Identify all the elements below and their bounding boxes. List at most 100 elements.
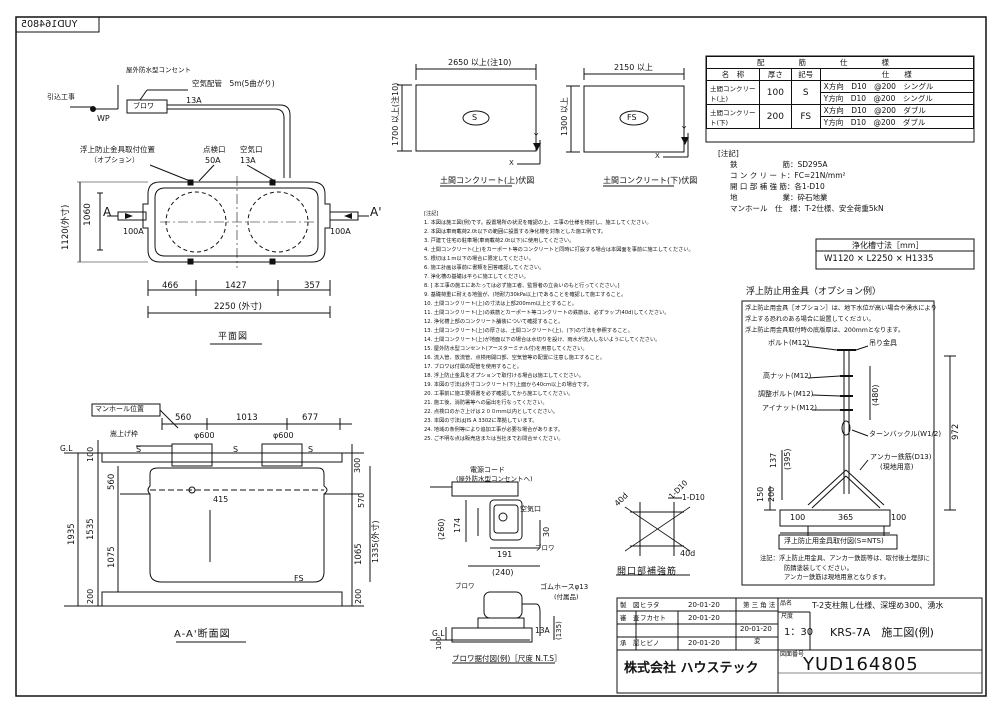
rebar-title-4: 様 [881, 58, 923, 67]
rubber-hose-accessory: (付属品) [554, 593, 579, 601]
rebar-row-upper-name: 土間コンクリート(上) [706, 80, 760, 105]
float-title: 浮上防止用金具（オプション例） [746, 287, 882, 297]
tb-company: 株式会社 ハウステック [624, 661, 759, 676]
general-note: 21. 施工後、消防署等への届出を行なってください。 [424, 400, 548, 406]
section-mark-a: A [103, 205, 112, 219]
dim-466: 466 [162, 281, 179, 291]
general-note: 11. 土間コンクリート(上)の鉄筋とカーポート等コンクリートの鉄筋は、必ずラッ… [424, 310, 670, 316]
float-footnote-3: アンカー鉄筋は現地用意となります。 [784, 574, 890, 581]
dim-1120: 1120(外寸) [61, 204, 71, 250]
dim-100-float-right: 100 [891, 513, 907, 522]
general-note: 3. 戸建て住宅の駐車場(車両載荷2.0t以下)に使用してください。 [424, 238, 575, 244]
lap-40d-bottom: 40d [680, 549, 696, 558]
manhole-phi-2: φ600 [273, 431, 294, 440]
rebar-header-thickness: 厚さ [759, 68, 792, 81]
spec-note: [注記] [718, 149, 739, 158]
dim-560-h: 560 [175, 413, 192, 423]
general-note: 19. 本図の寸法は外寸コンクリート(下)上面から40cm以上の場合です。 [424, 382, 592, 388]
rebar-row-upper-x: X方向 D10 @200 シングル [819, 80, 975, 93]
spec-note: 地 業：砕石地業 [730, 193, 828, 202]
section-mark-a-prime: A' [370, 205, 382, 219]
slab-upper-height: 1700 以上(注10) [391, 82, 400, 146]
rebar-table-title: 配筋仕様 [706, 56, 974, 69]
wp-label: WP [97, 114, 110, 123]
general-note: 4. 土間コンクリート(上)をカーポート等のコンクリートと同時に打設する場合は本… [424, 247, 694, 253]
dim-137: 137 [769, 452, 778, 468]
tank-size-title: 浄化槽寸法［mm］ [852, 241, 924, 250]
hook-label: 吊り金具 [869, 339, 897, 347]
tb-number-label: 図面番号 [780, 651, 805, 658]
slab-lower-height: 1300 以上 [560, 97, 569, 136]
air-port-detail-label: 空気口 [520, 505, 541, 513]
dim-1335: 1335(外寸) [371, 520, 380, 563]
general-note: 24. 地域の条例等により追加工事が必要な場合があります。 [424, 427, 563, 433]
tb-drafted-role: 製 図 [620, 601, 640, 609]
dim-135: (135) [555, 621, 563, 640]
slab-mark-s2: S [233, 445, 239, 454]
general-note: 22. 点検口のかさ上げは２００ｍｍ以内としてください。 [424, 409, 559, 415]
rebar-1-d10-right: 1-D10 [682, 493, 705, 502]
dim-260: (260) [437, 518, 446, 540]
general-note: 16. 流入管、放流管、点検用開口部、空気管等の配置に注意し施工すること。 [424, 355, 606, 361]
dim-13a-blower: 13A [535, 626, 550, 635]
gl-label-left: G.L [60, 444, 73, 453]
general-notes: [注記] 1. 本図は施工図(例)です。設置場所の状況を確認の上、工事の仕様を検… [424, 211, 694, 462]
dim-200-right: 200 [354, 588, 363, 604]
tank-size-value: W1120 × L2250 × H1335 [824, 254, 934, 264]
dim-415: 415 [213, 495, 229, 504]
rebar-header-spec: 仕 様 [819, 68, 975, 81]
dim-174: 174 [453, 517, 462, 533]
dim-1935: 1935 [67, 523, 77, 545]
general-note: 12. 浄化槽上部のコンクリート舗装について確認すること。 [424, 319, 564, 325]
slab-lower-width: 2150 以上 [614, 63, 653, 72]
dim-100-blower: 100 [435, 636, 443, 650]
float-sub-title: 浮上防止用金具取付図(S=NTS) [784, 537, 884, 545]
general-note: 10. 土間コンクリート(上)の寸法は上部200mm以上とすること。 [424, 301, 578, 307]
general-note: 2. 本図は車両載荷2.0t以下の範囲に設置する浄化槽を対象とした施工例です。 [424, 229, 607, 235]
tb-scale: 1：30 [784, 627, 814, 638]
spec-note: マンホール 仕 様：T-2仕様、安全荷重5kN [730, 204, 884, 213]
slab-mark-s1: S [136, 445, 142, 454]
dim-395: (395) [783, 448, 792, 470]
riser-frame-label: 嵩上げ枠 [110, 430, 138, 438]
dim-570: 570 [357, 492, 366, 508]
dim-560-v: 560 [107, 473, 117, 490]
rebar-header-name: 名 称 [706, 68, 760, 81]
general-note: 8. [ 本工事の施工にあたっては必ず施工者、監督者の立会いのもと行ってください… [424, 283, 620, 289]
air-pipe-label: 空気配管 5m(5曲がり) [192, 79, 275, 88]
blower-install-label: ブロワ [455, 582, 475, 590]
tb-model: KRS-7A 施工図(例) [830, 626, 934, 639]
rebar-title-3: 仕 [840, 58, 882, 67]
gl-label-blower: G.L [432, 629, 445, 638]
slab-upper-y-axis: Y [534, 132, 539, 140]
blower-detail-label: ブロワ [535, 544, 555, 552]
dim-191: 191 [497, 550, 513, 559]
rebar-title-1: 配 [757, 58, 799, 67]
plan-view-title: 平面図 [218, 332, 249, 342]
general-note: 23. 本図の寸法はJIS A 3302に準拠しています。 [424, 418, 538, 424]
dim-1013: 1013 [236, 413, 258, 423]
general-note: 17. ブロワは付属の配管を使用すること。 [424, 364, 523, 370]
general-note: 1. 本図は施工図(例)です。設置場所の状況を確認の上、工事の仕様を検討し、施工… [424, 220, 652, 226]
blower-detail-title: ブロワ据付図(例)［尺度 N.T.S］ [452, 654, 562, 663]
tb-reviewed-name: フカセト [640, 614, 666, 622]
outlet-ref-label: (屋外防水型コンセントへ) [456, 475, 533, 483]
general-note: 14. 土間コンクリート(上)が地面以下の場合は水切りを設け、雨水が流入しないよ… [424, 337, 661, 343]
rebar-table: 配筋仕様 名 称 厚さ 記号 仕 様 土間コンクリート(上) 100 S X方向… [706, 56, 975, 129]
general-note: 7. 浄化槽の基礎は平らに施工してください。 [424, 274, 529, 280]
rebar-row-lower-thickness: 200 [759, 104, 792, 129]
general-note: 6. 施工計画は事前に書類を回答確認してください。 [424, 265, 545, 271]
spec-notes: [注記] 鉄 筋：SD295A コ ン ク リ ー ト：FC=21N/mm² 開… [718, 148, 884, 214]
spec-note: コ ン ク リ ー ト：FC=21N/mm² [730, 171, 846, 180]
drawing-number-stamp: YUD164805 [21, 19, 78, 30]
dim-300: 300 [353, 457, 362, 473]
tb-drawing-number: YUD164805 [803, 654, 919, 675]
rebar-row-lower-name: 土間コンクリート(下) [706, 104, 760, 129]
spec-note: 開 口 部 補 強 筋：各1-D10 [730, 182, 825, 191]
dim-100-float-left: 100 [790, 513, 806, 522]
option-label: （オプション） [90, 156, 139, 164]
slab-lower-title: 土間コンクリート(下)伏図 [603, 176, 698, 185]
pipe-13a-label: 13A [186, 96, 202, 105]
dim-480: (480) [871, 384, 880, 406]
section-view-title: A-A'断面図 [174, 629, 231, 640]
